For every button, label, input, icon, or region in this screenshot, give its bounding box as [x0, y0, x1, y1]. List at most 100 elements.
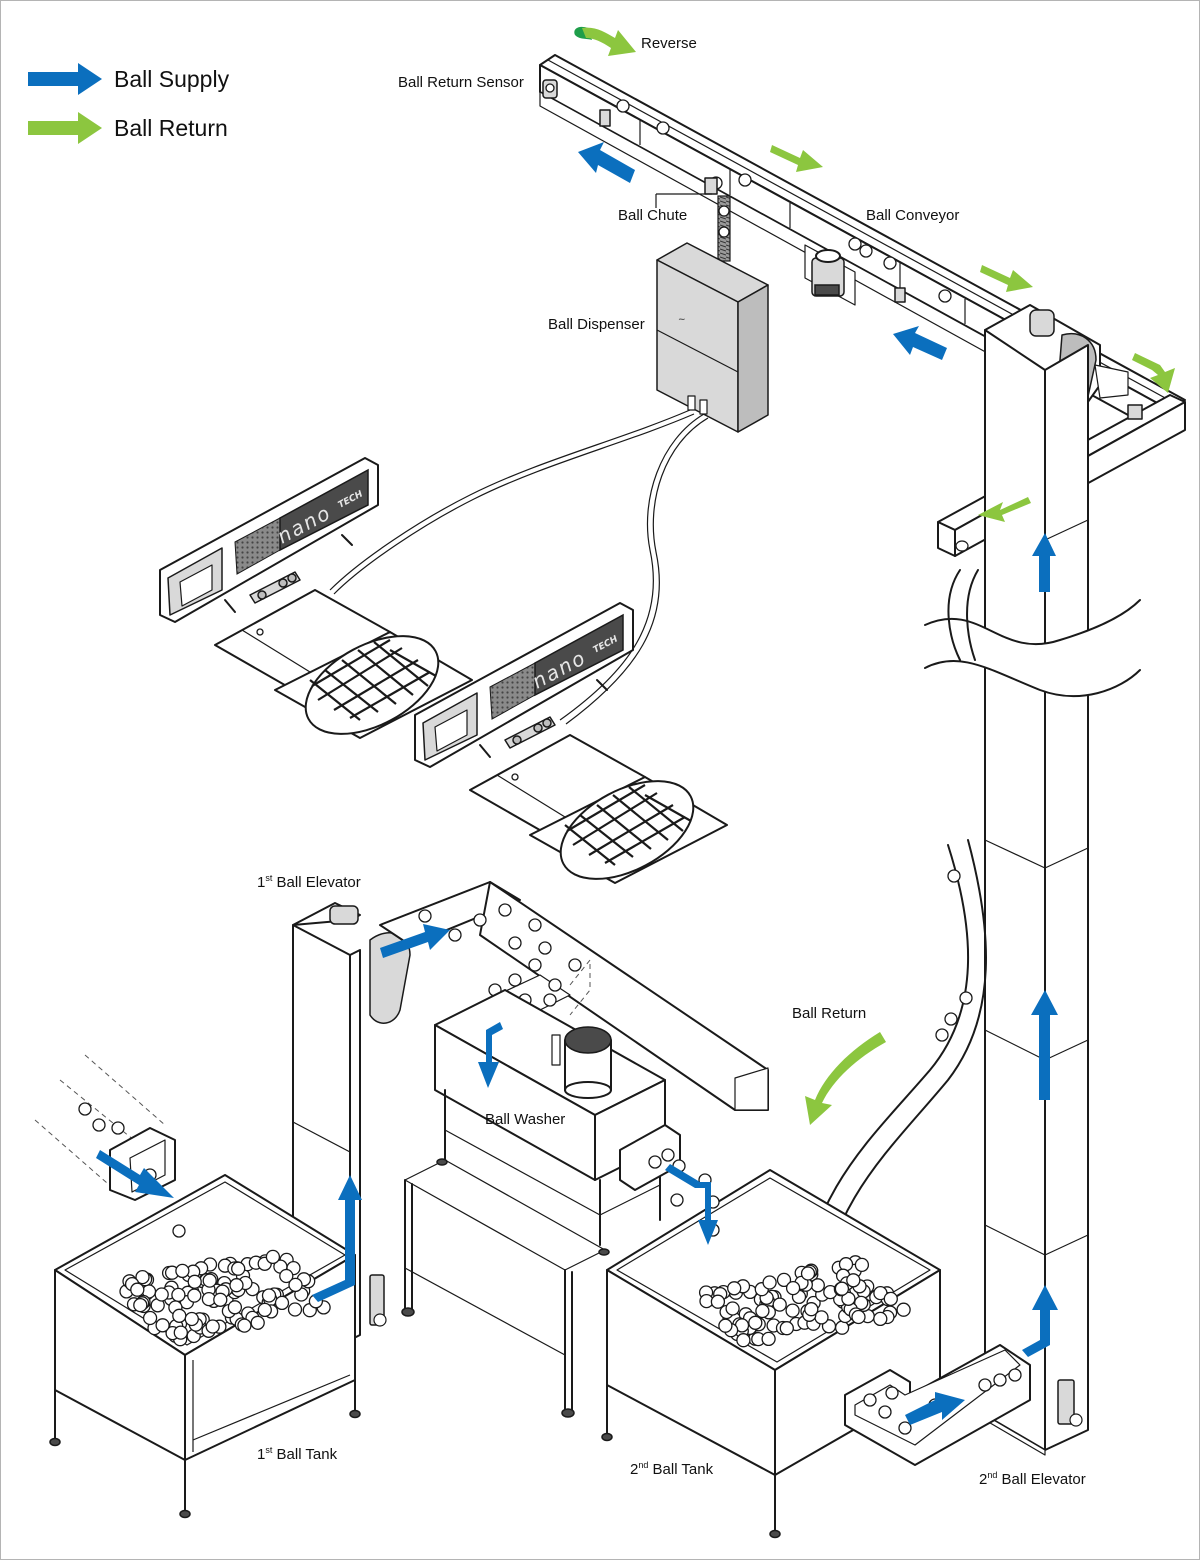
legend-item-supply: Ball Supply [28, 63, 230, 95]
supply-arrow-tank2-to-elevator2 [905, 1392, 965, 1425]
label-first-ball-tank: 1st Ball Tank [257, 1445, 338, 1463]
supply-arrow-conveyor-to-dispenser [578, 142, 635, 183]
golf-ball [202, 1273, 217, 1288]
return-arrow-ball-return [805, 1032, 886, 1125]
golf-ball [175, 1263, 190, 1279]
label-ball-return-sensor: Ball Return Sensor [398, 74, 524, 91]
golf-ball [776, 1272, 792, 1288]
supply-arrow-elevator1-to-tube [380, 924, 450, 958]
golf-ball [710, 1294, 726, 1309]
golf-ball [761, 1331, 776, 1347]
golf-ball [135, 1269, 150, 1285]
golf-ball [171, 1287, 186, 1303]
legend-item-return: Ball Return [28, 112, 228, 144]
supply-arrow-elevator2-low [1022, 1285, 1058, 1357]
golf-ball [213, 1292, 228, 1307]
golf-ball [142, 1310, 158, 1326]
golf-ball [173, 1325, 188, 1340]
ball-sensor-unit [249, 571, 301, 604]
label-ball-return: Ball Return [792, 1005, 866, 1022]
golf-ball [184, 1311, 199, 1327]
golf-ball [755, 1303, 770, 1319]
return-arrow-reverse [582, 27, 636, 56]
return-arrow-conveyor-out-2 [980, 265, 1033, 292]
label-ball-conveyor: Ball Conveyor [866, 207, 959, 224]
golf-ball [279, 1268, 294, 1284]
golf-ball [762, 1275, 777, 1290]
ball-dispenser: ~ [656, 195, 769, 433]
tank2-balls [698, 1255, 911, 1348]
washer-drum [551, 1026, 612, 1099]
golf-ball [229, 1278, 244, 1293]
golf-ball [172, 1308, 187, 1323]
labels: Reverse Ball Return Sensor Ball Chute Ba… [257, 35, 1086, 1488]
golf-ball [873, 1311, 888, 1327]
golf-ball [250, 1315, 265, 1330]
golf-ball [727, 1281, 742, 1296]
golf-ball [772, 1297, 787, 1312]
second-ball-tank [601, 1159, 941, 1539]
return-arrow-conveyor-out-1 [770, 145, 823, 172]
golf-ball [854, 1257, 870, 1273]
golf-ball [205, 1319, 220, 1334]
supply-arrows [96, 142, 1058, 1425]
golf-ball [265, 1249, 281, 1265]
second-ball-elevator [924, 329, 1141, 1456]
golf-ball [154, 1287, 169, 1302]
golf-ball [274, 1295, 290, 1311]
golf-ball [896, 1302, 911, 1317]
label-ball-dispenser: Ball Dispenser [548, 316, 645, 333]
golf-ball [287, 1302, 303, 1317]
golf-ball [130, 1282, 145, 1297]
golf-ball [800, 1266, 816, 1281]
ball-sensor-unit [504, 716, 556, 749]
label-ball-chute: Ball Chute [618, 207, 687, 224]
supply-arrow-range-to-tank1 [96, 1150, 174, 1198]
first-ball-tank [49, 1174, 361, 1519]
golf-ball [288, 1277, 303, 1293]
golf-ball [725, 1301, 740, 1316]
label-first-ball-elevator: 1st Ball Elevator [257, 873, 361, 891]
washer-stand [401, 1158, 610, 1418]
golf-ball [810, 1278, 825, 1293]
arrow-right-icon [28, 63, 102, 95]
ball-return-hose [796, 569, 987, 1311]
golf-ball [231, 1261, 246, 1276]
golf-ball [851, 1309, 866, 1325]
golf-ball [841, 1291, 856, 1306]
return-arrow-turn [1132, 353, 1175, 393]
supply-arrow-tank1-to-elevator1 [312, 1175, 362, 1302]
dispenser-logo: ~ [678, 315, 686, 325]
golf-ball [779, 1321, 794, 1336]
golf-ball [748, 1315, 763, 1330]
golf-ball [736, 1333, 751, 1348]
golf-ball [834, 1281, 850, 1296]
legend-label-return: Ball Return [114, 115, 228, 141]
golf-ball [785, 1280, 801, 1296]
golf-ball [854, 1295, 869, 1311]
label-reverse: Reverse [641, 35, 697, 52]
return-arrows [574, 26, 1175, 1125]
ball-washer [434, 989, 681, 1246]
golf-ball [155, 1318, 170, 1333]
label-ball-washer: Ball Washer [485, 1111, 565, 1128]
golf-ball [883, 1291, 898, 1307]
golf-ball [257, 1302, 272, 1318]
hitting-station-1: nano TECH [159, 457, 473, 739]
conveyor-motor [804, 244, 856, 306]
hitting-station-2: nano TECH [414, 602, 728, 884]
conveyor-balls [616, 99, 952, 303]
golf-ball [261, 1288, 277, 1303]
golf-ball [187, 1274, 202, 1289]
column-break [925, 600, 1140, 697]
legend-label-supply: Ball Supply [114, 66, 230, 92]
supply-arrow-elevator2-mid [1031, 990, 1058, 1100]
golf-ball [227, 1300, 243, 1315]
tank1-balls [119, 1249, 331, 1347]
ball-return-sensor [542, 79, 558, 99]
golf-ball [718, 1318, 733, 1333]
label-second-ball-tank: 2nd Ball Tank [630, 1460, 714, 1478]
elevator2-crank [1057, 1379, 1083, 1427]
golf-ball [785, 1303, 800, 1318]
